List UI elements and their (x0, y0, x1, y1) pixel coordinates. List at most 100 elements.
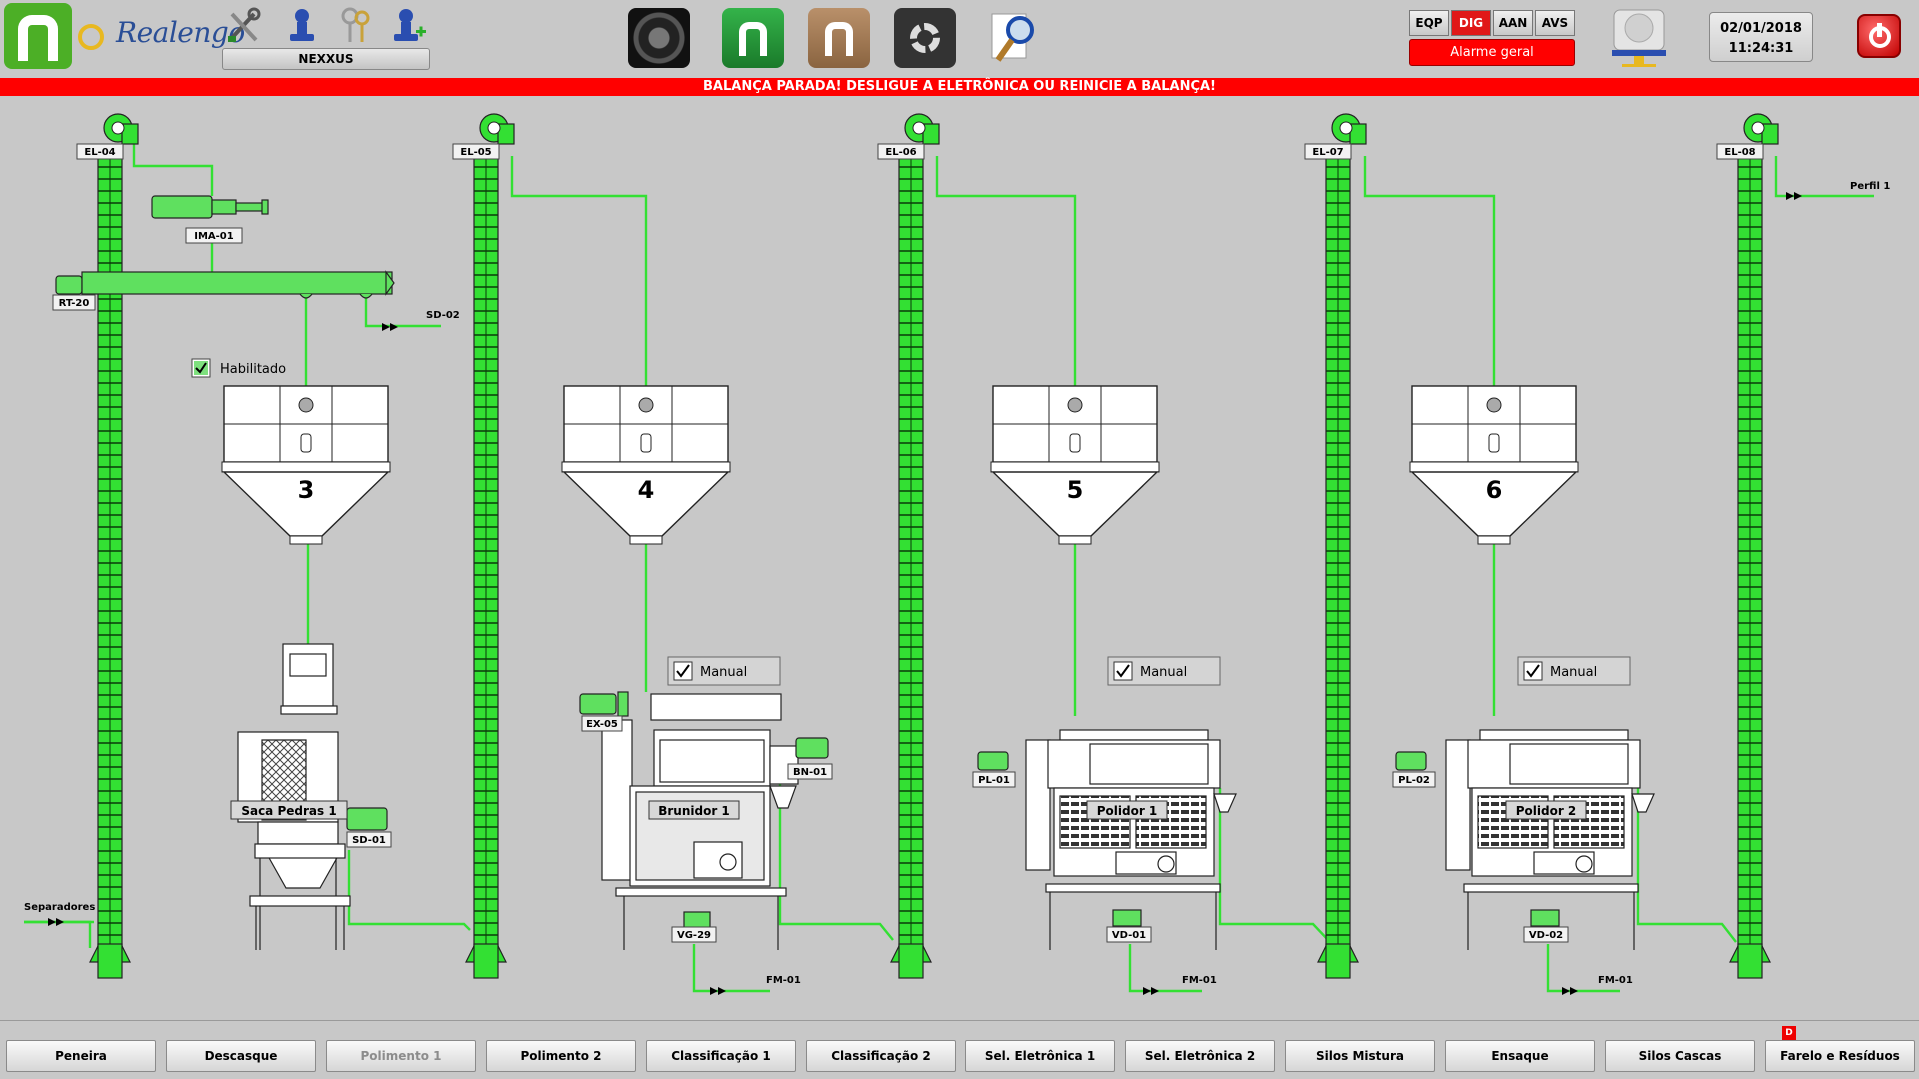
user-stamp-icon[interactable] (282, 6, 322, 46)
nav-button-sel-eletronica-2[interactable]: Sel. Eletrônica 2 (1125, 1040, 1275, 1072)
silo-4[interactable]: 4 (561, 385, 731, 545)
mode-button-eqp[interactable]: EQP (1409, 10, 1449, 36)
nav-button-descasque[interactable]: Descasque (166, 1040, 316, 1072)
nav-button-farelo-e-residuos[interactable]: Farelo e Resíduos (1765, 1040, 1915, 1072)
elevator-head-icon (1339, 121, 1353, 135)
tag-vg-29[interactable]: VG-29 (671, 926, 717, 943)
power-off-button[interactable] (1857, 14, 1901, 58)
silo-number: 5 (1067, 476, 1084, 504)
nexxus-brown-icon[interactable] (808, 8, 870, 68)
silo-3[interactable]: 3 (221, 385, 391, 545)
level-sensor-icon (1069, 433, 1081, 453)
add-user-icon[interactable] (388, 6, 428, 46)
search-magnifier-icon[interactable] (986, 8, 1048, 68)
top-toolbar: Realengo NEXXUS EQP D (0, 0, 1919, 76)
machine-label[interactable]: Saca Pedras 1 (230, 800, 348, 820)
machine-label[interactable]: Polidor 1 (1086, 800, 1168, 820)
nav-button-ensaque[interactable]: Ensaque (1445, 1040, 1595, 1072)
tag-rt-20-label: RT-20 (59, 298, 90, 309)
network-globe-icon[interactable] (1608, 8, 1670, 68)
tag-bn-01[interactable]: BN-01 (787, 763, 833, 780)
nav-button-classificacao-1[interactable]: Classificação 1 (646, 1040, 796, 1072)
machine-label[interactable]: Brunidor 1 (648, 800, 740, 820)
nexxus-green-icon[interactable] (722, 8, 784, 68)
user-name-box: NEXXUS (222, 48, 430, 70)
elevator-tag-el-08-label: EL-08 (1724, 147, 1755, 158)
tag-sd-01[interactable]: SD-01 (346, 831, 392, 848)
alarm-d-badge: D (1782, 1026, 1796, 1040)
elevator-el-06[interactable]: EL-06 (877, 113, 940, 979)
nav-button-polimento-1[interactable]: Polimento 1 (326, 1040, 476, 1072)
elevator-head-icon (912, 121, 926, 135)
polisher-2-machine (1395, 729, 1655, 950)
mode-button-avs[interactable]: AVS (1535, 10, 1575, 36)
silo-number: 3 (298, 476, 315, 504)
manual-checkbox[interactable]: Manual (667, 656, 781, 686)
level-sensor-icon (1067, 397, 1083, 413)
manual-checkbox-label: Manual (1140, 665, 1187, 680)
speaker-icon[interactable] (628, 8, 690, 68)
tag-bn-01-label: BN-01 (793, 767, 827, 778)
tag-vd-01-label: VD-01 (1112, 930, 1146, 941)
magnet-ima-01 (151, 195, 269, 219)
tag-pl-02[interactable]: PL-02 (1392, 771, 1436, 788)
settings-gear-icon[interactable] (894, 8, 956, 68)
tag-vd-02[interactable]: VD-02 (1523, 926, 1569, 943)
date-time-display: 02/01/2018 11:24:31 (1709, 12, 1813, 62)
tag-vd-02-label: VD-02 (1529, 930, 1563, 941)
conveyor-rt-20 (55, 270, 395, 299)
level-sensor-icon (1486, 397, 1502, 413)
tag-pl-01[interactable]: PL-01 (972, 771, 1016, 788)
process-navigation-bar: Peneira Descasque Polimento 1 Polimento 2 Cl… (0, 1020, 1919, 1079)
realengo-sun-icon (78, 24, 104, 50)
elevator-tag-el-05[interactable]: EL-05 (452, 143, 500, 160)
manual-checkbox[interactable]: Manual (1517, 656, 1631, 686)
elevator-el-07[interactable]: EL-07 (1304, 113, 1367, 979)
mode-button-aan[interactable]: AAN (1493, 10, 1533, 36)
enabled-checkbox-label: Habilitado (220, 362, 286, 377)
nav-button-sel-eletronica-1[interactable]: Sel. Eletrônica 1 (965, 1040, 1115, 1072)
elevator-el-08[interactable]: EL-08 (1716, 113, 1779, 979)
level-sensor-icon (1488, 433, 1500, 453)
nav-button-silos-cascas[interactable]: Silos Cascas (1605, 1040, 1755, 1072)
nav-button-classificacao-2[interactable]: Classificação 2 (806, 1040, 956, 1072)
silo-number: 6 (1486, 476, 1503, 504)
elevator-tag-el-08[interactable]: EL-08 (1716, 143, 1764, 160)
level-sensor-icon (640, 433, 652, 453)
elevator-tag-el-04[interactable]: EL-04 (76, 143, 124, 160)
machine-name: Brunidor 1 (658, 804, 730, 818)
machine-name: Polidor 1 (1097, 804, 1158, 818)
tag-ex-05[interactable]: EX-05 (581, 715, 623, 732)
keys-icon[interactable] (336, 6, 376, 46)
tag-fm-01: FM-01 (1598, 975, 1633, 986)
elevator-head-icon (111, 121, 125, 135)
nav-button-silos-mistura[interactable]: Silos Mistura (1285, 1040, 1435, 1072)
silo-5[interactable]: 5 (990, 385, 1160, 545)
nav-button-polimento-2[interactable]: Polimento 2 (486, 1040, 636, 1072)
stone-remover-machine (237, 643, 388, 950)
tag-pl-01-label: PL-01 (978, 775, 1010, 786)
flow-arrows (48, 192, 1802, 995)
silo-6[interactable]: 6 (1409, 385, 1579, 545)
elevator-head-icon (1751, 121, 1765, 135)
tag-vd-01[interactable]: VD-01 (1106, 926, 1152, 943)
general-alarm-button[interactable]: Alarme geral (1409, 39, 1575, 66)
level-sensor-icon (638, 397, 654, 413)
elevator-el-04[interactable]: EL-04 (76, 113, 139, 979)
tools-icon[interactable] (224, 6, 264, 46)
manual-checkbox[interactable]: Manual (1107, 656, 1221, 686)
tag-perfil-1: Perfil 1 (1850, 181, 1890, 192)
tag-rt-20[interactable]: RT-20 (52, 294, 96, 311)
nexxus-logo-icon (4, 3, 72, 69)
time-text: 11:24:31 (1728, 41, 1794, 56)
mode-button-dig[interactable]: DIG (1451, 10, 1491, 36)
elevator-tag-el-07[interactable]: EL-07 (1304, 143, 1352, 160)
tag-fm-01: FM-01 (1182, 975, 1217, 986)
elevator-el-05[interactable]: EL-05 (452, 113, 515, 979)
machine-label[interactable]: Polidor 2 (1505, 800, 1587, 820)
nav-button-peneira[interactable]: Peneira (6, 1040, 156, 1072)
elevator-tag-el-06[interactable]: EL-06 (877, 143, 925, 160)
tag-ima-01[interactable]: IMA-01 (185, 227, 243, 244)
transport-lines (24, 126, 1874, 993)
tag-sd-01-label: SD-01 (352, 835, 386, 846)
